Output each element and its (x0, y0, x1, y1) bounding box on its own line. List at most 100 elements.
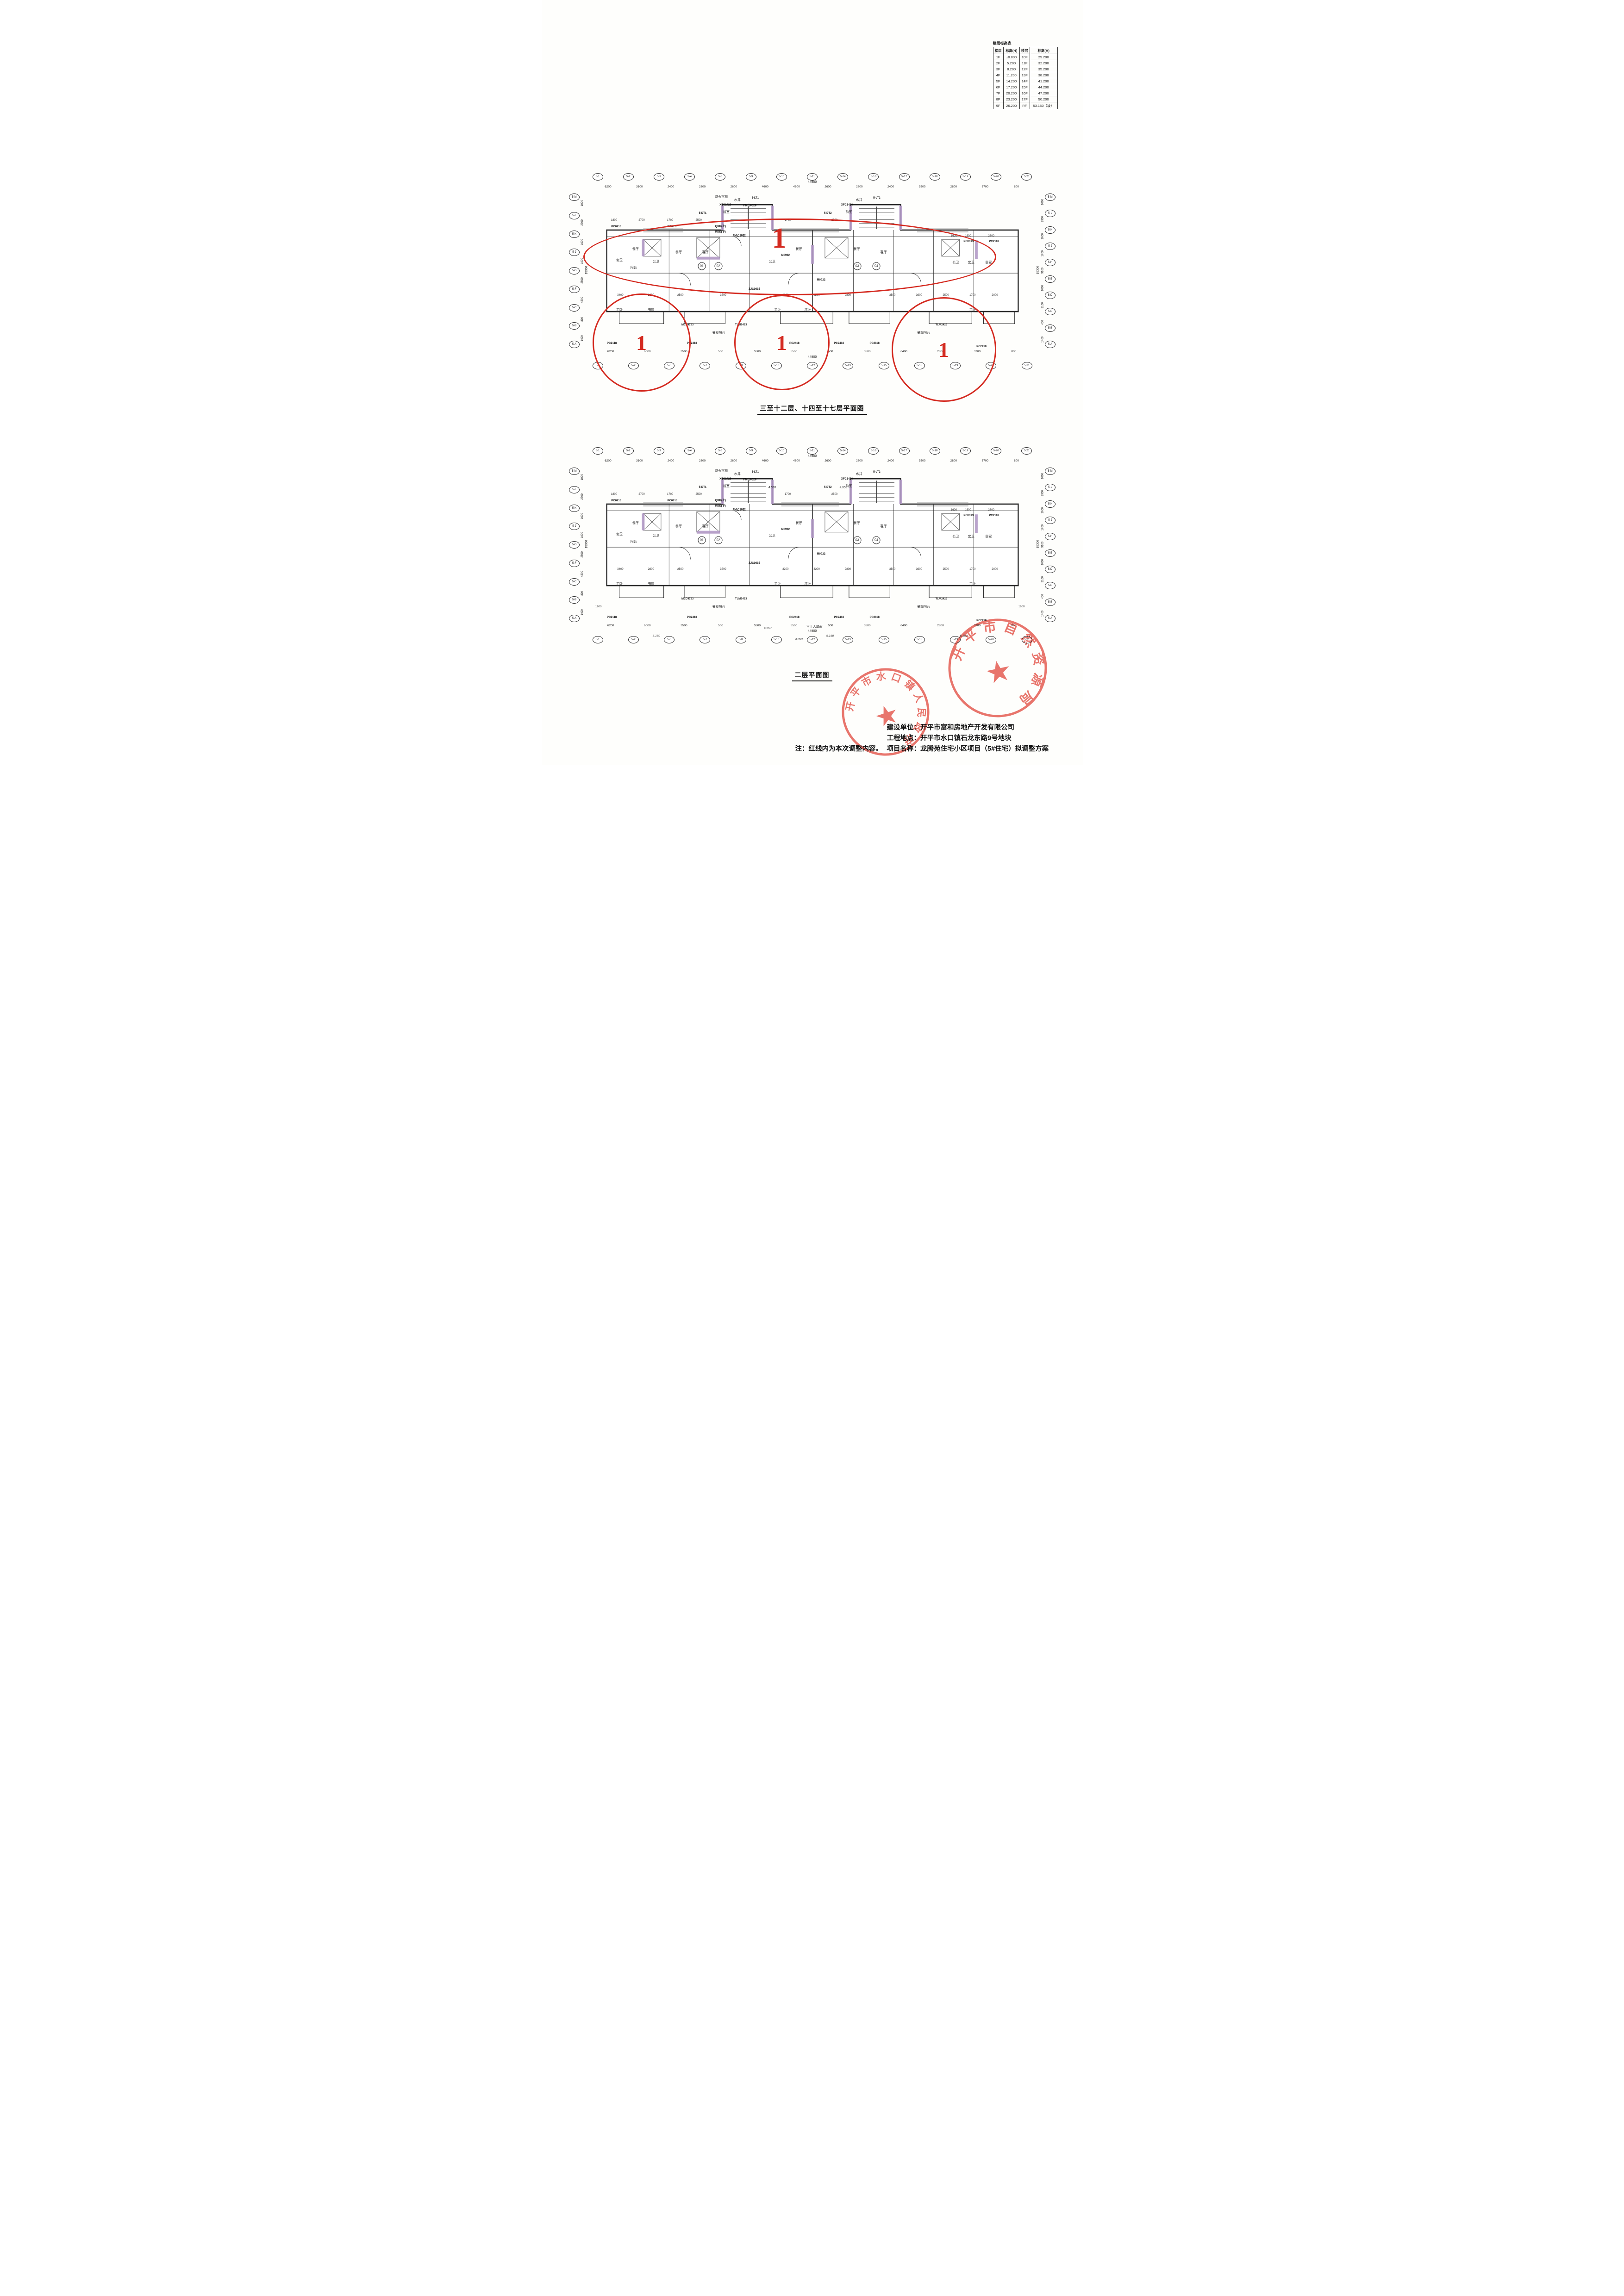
grid-bubble: 5-F (569, 285, 580, 293)
grid-bubble: 5-B (569, 322, 580, 330)
grid-bubble: 5-18 (914, 636, 925, 643)
dimension-value: 400 (1041, 594, 1044, 599)
dimension-value: 1700 (1041, 524, 1044, 531)
grid-bubble: 5-B (569, 596, 580, 604)
total-dimension: 44900 (807, 356, 817, 359)
plan-label: FM乙0520 (743, 478, 756, 481)
dimension-value: 1000 (1041, 199, 1044, 206)
grid-bubble: 5-M (569, 193, 580, 201)
plan-label: QDD(上) (715, 225, 726, 228)
grid-bubble: 5-G (569, 267, 580, 275)
grid-bubble: 5-H (1045, 533, 1056, 541)
dimension-value: 2800 (950, 185, 957, 188)
plan-label: 4.850 (795, 637, 803, 641)
plan-label: 5-LT2 (873, 471, 881, 474)
grid-bubble: 5-A (1045, 614, 1056, 622)
plan-label: 主卧 (616, 582, 623, 586)
plan-label: 客厅 (880, 524, 887, 528)
dimension-value: 6200 (605, 185, 612, 188)
grid-bubble: 5-J (569, 249, 580, 256)
plan-label: 5-LT1 (751, 471, 759, 474)
elevation-table-header: 标高(H) (1003, 47, 1020, 54)
site-label: 工程地点： (887, 735, 921, 742)
plan-label: TLM2423 (735, 597, 747, 600)
plan-label: 2500 (831, 219, 838, 222)
table-row: 9F 26.200 RF 53.150（坡） (993, 102, 1058, 109)
grid-bubble: 5-K (569, 504, 580, 512)
elevation-table-block: 楼层标高表 楼层标高(H)楼层标高(H) 1F ±0.000 10F 29.20… (993, 41, 1058, 109)
dimension-value: 500 (718, 624, 724, 627)
builder-label: 建设单位： (887, 724, 921, 731)
plan-label: 1700 (784, 219, 791, 222)
plan-label: 套卫 (616, 532, 623, 536)
dimension-value: 2800 (937, 624, 944, 627)
plan-label: 阳台 (630, 266, 637, 270)
elevation-cell: 32.200 (1029, 60, 1058, 66)
grid-bubble: 5-J (1045, 516, 1056, 524)
plan-label: 餐厅 (675, 250, 682, 254)
dimension-value: 1000 (581, 474, 584, 480)
table-row: 8F 23.200 17F 50.200 (993, 96, 1058, 102)
elevation-cell: 35.200 (1029, 66, 1058, 72)
plan-label: 防火挑檐 (715, 469, 728, 473)
project-name-label: 项目名称： (887, 745, 921, 753)
grid-bubble: 5-C (1045, 582, 1056, 590)
floor-cell: 9F (993, 102, 1004, 109)
plan-label: 3500 (720, 294, 726, 297)
plan-label: 2000 (992, 568, 998, 571)
plan-label: 景观阳台 (917, 605, 930, 609)
grid-bubble: 5-7 (700, 636, 711, 643)
plan-label: 4.550 (764, 626, 772, 630)
grid-bubble: 5-A (569, 615, 580, 622)
site-value: 开平市水口镇石龙东路9号地块 (920, 735, 1012, 742)
plan-label: 水井 (856, 199, 862, 202)
plan-label: 2500 (677, 568, 684, 571)
floor-cell: 6F (993, 84, 1004, 90)
dimension-value: 300 (581, 591, 584, 596)
plan-label: 套卫 (968, 261, 974, 264)
plan-label: XFC1426 (841, 204, 853, 207)
dimension-value: 2400 (667, 185, 675, 188)
plan-label: FM乙1022 (732, 508, 746, 512)
grid-bubble: 5-4 (684, 173, 695, 181)
plan-label: 5-DT2 (824, 486, 832, 489)
dimension-value: 3700 (981, 185, 988, 188)
plan-label: PC2118 (869, 342, 880, 345)
dimension-value: 3500 (681, 624, 687, 627)
plan-label: 景观阳台 (712, 331, 725, 335)
dimension-value: 1000 (581, 532, 584, 538)
elevation-table: 楼层标高(H)楼层标高(H) 1F ±0.000 10F 29.200 2F 5… (993, 47, 1058, 109)
project-name-line: 项目名称：龙腾苑住宅小区项目（5#住宅）拟调整方案 (887, 743, 1049, 753)
grid-bubble: 5-K (1045, 500, 1056, 508)
plan-canvas (590, 468, 1035, 622)
dimension-value: 2800 (699, 459, 706, 462)
dimension-value: 2500 (581, 551, 584, 558)
table-row: 1F ±0.000 10F 29.200 (993, 54, 1058, 60)
plan-label: 5.150 (826, 634, 834, 638)
elevation-cell: 8.200 (1003, 66, 1020, 72)
floor-cell: 1F (993, 54, 1004, 60)
floor-cell: 12F (1019, 66, 1030, 72)
plan-label: 2500 (831, 493, 838, 496)
grid-bubble: 5-3 (653, 447, 664, 455)
dimension-value: 6200 (607, 350, 614, 353)
site-line: 工程地点：开平市水口镇石龙东路9号地块 (887, 733, 1012, 742)
dimension-value: 2600 (730, 459, 737, 462)
dimension-value: 6000 (644, 624, 651, 627)
dimension-value: 2400 (887, 459, 894, 462)
elevation-cell: 50.200 (1029, 96, 1058, 102)
unit-number: 03 (853, 536, 862, 544)
plan-label: PC2418 (834, 616, 844, 619)
plan-label: M0922 (781, 254, 790, 257)
plan-label: 餐厅 (632, 522, 639, 525)
grid-bubble: 5-21 (1021, 173, 1032, 181)
dimension-value: 2300 (581, 219, 584, 226)
